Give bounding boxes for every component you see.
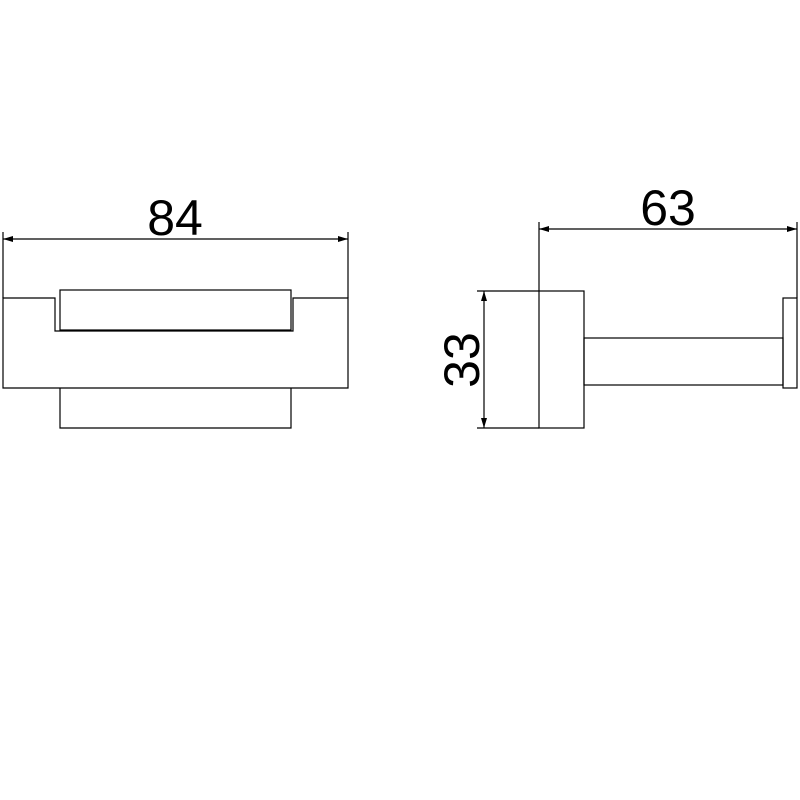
- front-view-plate-outline: [2, 297, 349, 389]
- side-view-wall-plate: [538, 290, 585, 429]
- height-arrow-bottom: [481, 418, 487, 428]
- depth-dimension-label: 63: [640, 180, 696, 236]
- width-dimension: 84: [2, 190, 349, 298]
- width-arrow-right: [338, 236, 348, 242]
- side-view: 63 33: [434, 180, 798, 429]
- depth-arrow-left: [539, 226, 549, 232]
- depth-dimension: 63: [538, 180, 798, 298]
- height-dimension: 33: [434, 290, 539, 429]
- width-arrow-left: [3, 236, 13, 242]
- side-view-hook-arm: [583, 337, 784, 386]
- front-view-hook-bar: [59, 289, 292, 331]
- front-view-lower-block: [59, 388, 292, 429]
- side-view-end-cap: [782, 297, 798, 389]
- height-dimension-label: 33: [434, 332, 490, 388]
- depth-arrow-right: [787, 226, 797, 232]
- width-dimension-label: 84: [147, 190, 203, 246]
- height-arrow-top: [481, 291, 487, 301]
- front-view: 84: [2, 190, 349, 429]
